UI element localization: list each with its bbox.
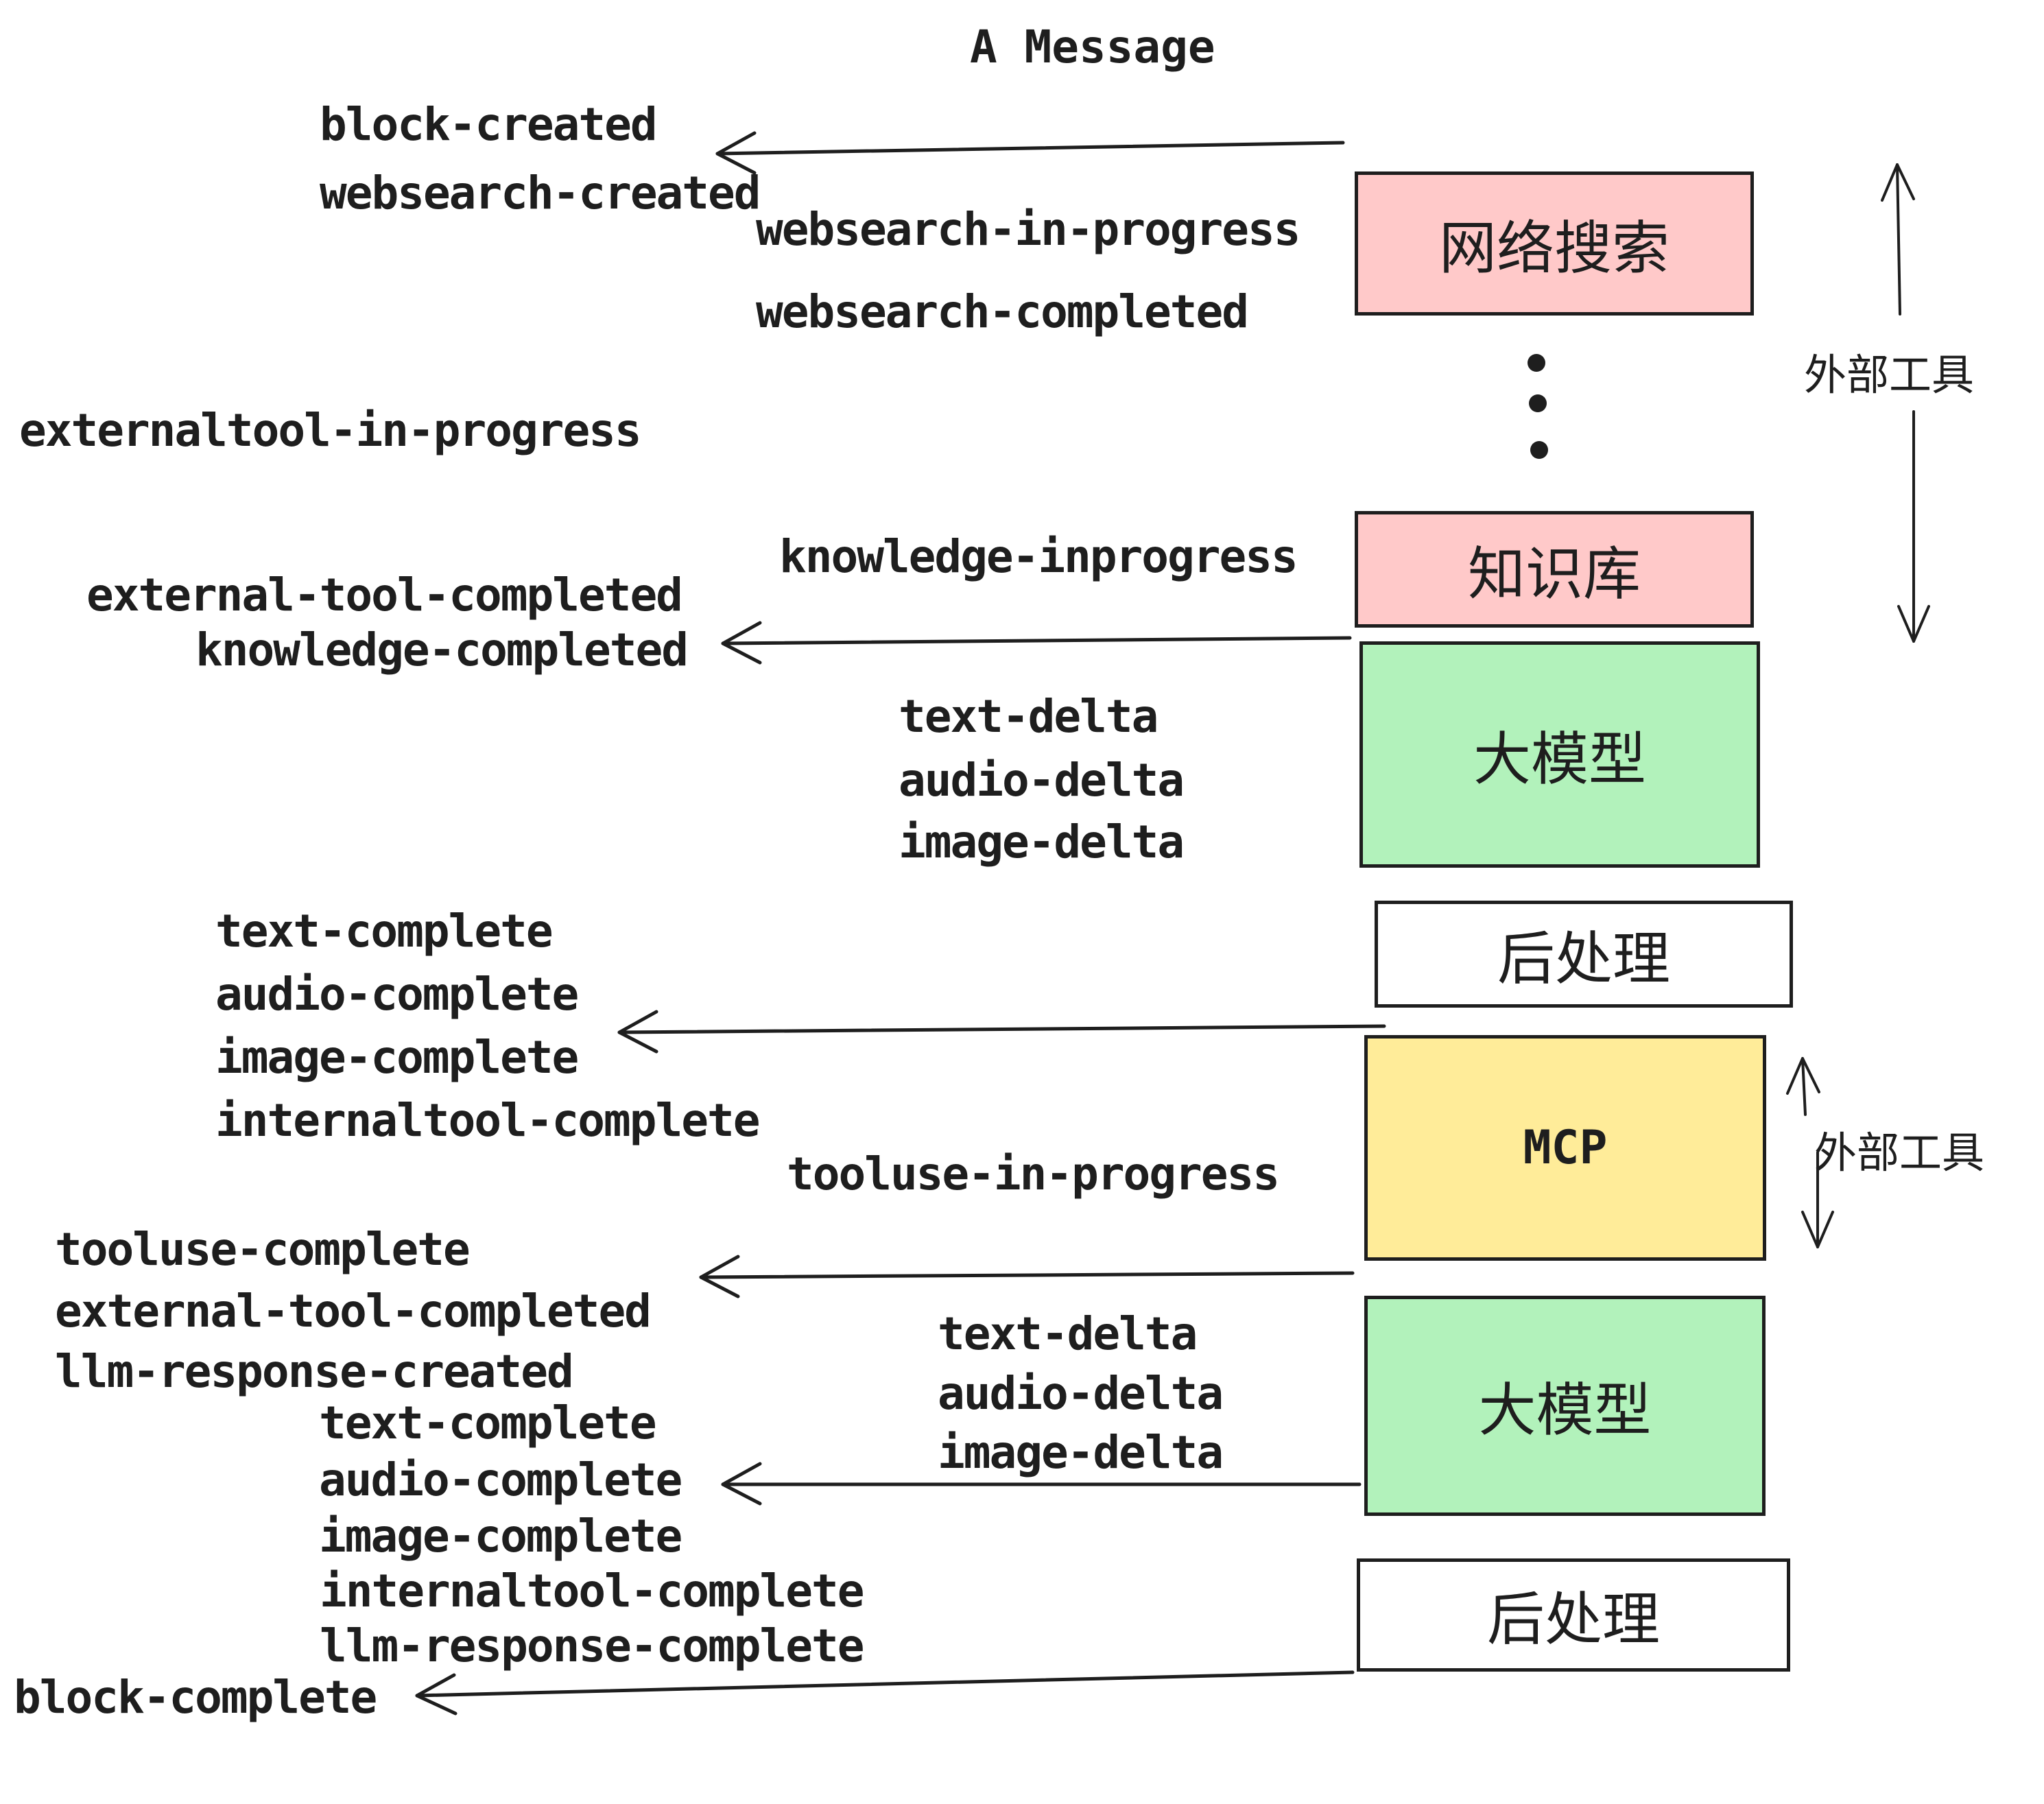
left-arrow-tooluse-complete: [699, 1255, 1355, 1298]
event-websearch-in-progress: websearch-in-progress: [756, 203, 1300, 256]
annotation-external-tools-1: 外部工具: [1804, 350, 1975, 400]
event-llm-response-created: llm-response-created: [55, 1345, 574, 1398]
event-text-delta-2: text-delta: [938, 1307, 1198, 1360]
event-audio-delta-1: audio-delta: [899, 754, 1185, 807]
left-arrow-block-complete: [415, 1670, 1355, 1716]
event-external-tool-completed-1: external-tool-completed: [86, 569, 683, 621]
event-external-tool-completed-2: external-tool-completed: [55, 1285, 652, 1338]
box-knowledge-base: 知识库: [1355, 511, 1754, 628]
event-websearch-created: websearch-created: [320, 167, 761, 219]
event-audio-complete-2: audio-complete: [319, 1453, 682, 1506]
box-websearch-label: 网络搜索: [1438, 214, 1669, 282]
event-internaltool-complete-1: internaltool-complete: [215, 1094, 760, 1147]
box-knowledge-base-label: 知识库: [1467, 540, 1641, 608]
event-block-complete: block-complete: [14, 1671, 377, 1724]
event-knowledge-completed: knowledge-completed: [195, 624, 689, 676]
box-mcp-label: MCP: [1523, 1121, 1608, 1175]
event-tooluse-in-progress: tooluse-in-progress: [787, 1148, 1280, 1200]
event-image-complete-2: image-complete: [319, 1510, 682, 1563]
up-arrow-external-tools-2: [1786, 1057, 1820, 1116]
event-knowledge-inprogress: knowledge-inprogress: [779, 530, 1298, 583]
box-llm-1: 大模型: [1359, 641, 1760, 868]
event-image-delta-2: image-delta: [938, 1426, 1224, 1479]
box-websearch: 网络搜索: [1355, 171, 1754, 316]
event-text-complete-2: text-complete: [319, 1397, 657, 1449]
event-externaltool-in-progress: externaltool-in-progress: [19, 404, 642, 457]
event-audio-delta-2: audio-delta: [938, 1367, 1224, 1420]
page-title: A Message: [970, 21, 1215, 73]
annotation-external-tools-2: 外部工具: [1814, 1128, 1985, 1178]
event-websearch-completed: websearch-completed: [756, 285, 1249, 338]
event-text-delta-1: text-delta: [899, 690, 1158, 743]
box-llm-2: 大模型: [1364, 1296, 1766, 1516]
event-internaltool-complete-2: internaltool-complete: [320, 1565, 864, 1617]
event-image-delta-1: image-delta: [899, 816, 1185, 868]
left-arrow-block-created: [715, 131, 1345, 175]
box-mcp: MCP: [1364, 1035, 1766, 1261]
left-arrow-image-complete: [617, 1010, 1386, 1054]
event-image-complete-1: image-complete: [215, 1031, 579, 1084]
down-arrow-external-tools-1: [1897, 410, 1930, 643]
ellipsis-dots: [1528, 354, 1548, 459]
box-llm-2-label: 大模型: [1478, 1377, 1652, 1444]
box-post-process-2: 后处理: [1357, 1558, 1790, 1672]
event-block-created: block-created: [320, 98, 658, 151]
up-arrow-external-tools-1: [1881, 163, 1915, 316]
left-arrow-knowledge-completed: [721, 621, 1352, 665]
box-post-process-2-label: 后处理: [1486, 1586, 1660, 1653]
event-llm-response-complete: llm-response-complete: [320, 1619, 864, 1672]
box-post-process-1-label: 后处理: [1497, 925, 1670, 993]
event-text-complete-1: text-complete: [215, 905, 554, 958]
event-audio-complete-1: audio-complete: [215, 968, 579, 1021]
box-llm-1-label: 大模型: [1473, 725, 1646, 793]
event-tooluse-complete: tooluse-complete: [55, 1223, 471, 1276]
box-post-process-1: 后处理: [1375, 901, 1793, 1008]
